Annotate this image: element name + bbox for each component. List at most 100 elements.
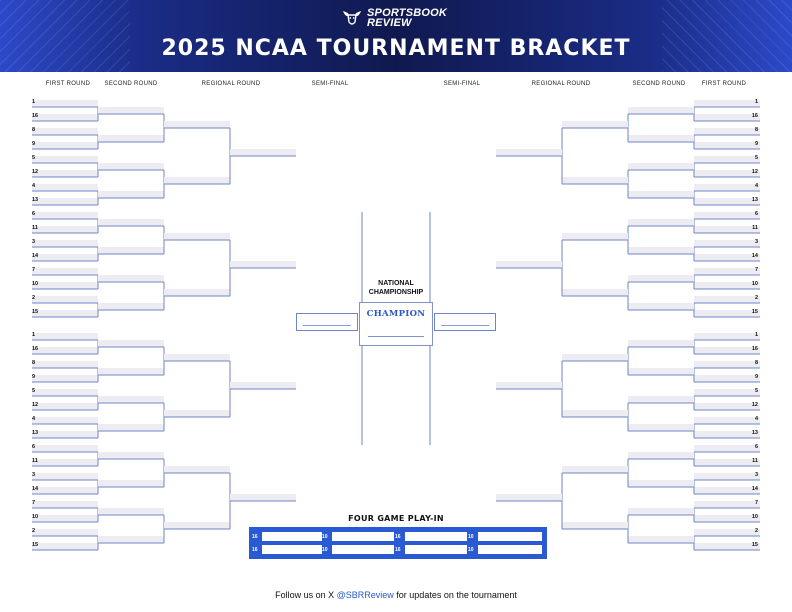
first-round-slot[interactable] [32,487,98,494]
second-round-slot[interactable] [98,191,164,198]
second-round-slot[interactable] [98,480,164,487]
first-round-slot[interactable] [32,333,98,340]
playin-slot[interactable]: 16 [395,532,467,541]
regional-round-slot[interactable] [164,121,230,128]
second-round-slot[interactable] [628,452,694,459]
semifinal-slot[interactable] [230,261,296,268]
regional-round-slot[interactable] [164,289,230,296]
second-round-slot[interactable] [628,396,694,403]
second-round-slot[interactable] [98,368,164,375]
first-round-slot[interactable] [32,389,98,396]
first-round-slot[interactable] [694,114,760,121]
first-round-slot[interactable] [694,226,760,233]
regional-round-slot[interactable] [562,410,628,417]
second-round-slot[interactable] [98,135,164,142]
first-round-slot[interactable] [694,156,760,163]
first-round-slot[interactable] [694,240,760,247]
first-round-slot[interactable] [694,128,760,135]
second-round-slot[interactable] [628,424,694,431]
first-round-slot[interactable] [32,417,98,424]
first-round-slot[interactable] [694,310,760,317]
first-round-slot[interactable] [32,403,98,410]
final-slot-right[interactable] [434,313,496,331]
regional-round-slot[interactable] [562,233,628,240]
first-round-slot[interactable] [694,529,760,536]
first-round-slot[interactable] [32,170,98,177]
sbr-twitter-link[interactable]: @SBRReview [336,590,394,600]
champion-box[interactable]: CHAMPION [359,302,433,346]
second-round-slot[interactable] [628,247,694,254]
first-round-slot[interactable] [32,114,98,121]
playin-slot[interactable]: 16 [395,545,467,554]
first-round-slot[interactable] [32,156,98,163]
regional-round-slot[interactable] [164,410,230,417]
first-round-slot[interactable] [32,184,98,191]
first-round-slot[interactable] [694,254,760,261]
playin-slot[interactable]: 16 [252,532,322,541]
first-round-slot[interactable] [32,128,98,135]
second-round-slot[interactable] [98,219,164,226]
first-round-slot[interactable] [32,296,98,303]
first-round-slot[interactable] [694,268,760,275]
second-round-slot[interactable] [628,163,694,170]
playin-slot[interactable]: 10 [468,532,542,541]
semifinal-slot[interactable] [496,149,562,156]
semifinal-slot[interactable] [496,261,562,268]
semifinal-slot[interactable] [230,494,296,501]
first-round-slot[interactable] [694,501,760,508]
first-round-slot[interactable] [32,375,98,382]
first-round-slot[interactable] [694,212,760,219]
second-round-slot[interactable] [628,368,694,375]
regional-round-slot[interactable] [164,466,230,473]
first-round-slot[interactable] [694,543,760,550]
first-round-slot[interactable] [694,375,760,382]
first-round-slot[interactable] [32,543,98,550]
regional-round-slot[interactable] [562,522,628,529]
regional-round-slot[interactable] [164,177,230,184]
second-round-slot[interactable] [98,163,164,170]
regional-round-slot[interactable] [562,354,628,361]
regional-round-slot[interactable] [562,121,628,128]
second-round-slot[interactable] [628,135,694,142]
first-round-slot[interactable] [694,333,760,340]
second-round-slot[interactable] [98,340,164,347]
second-round-slot[interactable] [98,107,164,114]
first-round-slot[interactable] [694,170,760,177]
second-round-slot[interactable] [628,191,694,198]
first-round-slot[interactable] [694,417,760,424]
first-round-slot[interactable] [694,515,760,522]
first-round-slot[interactable] [694,431,760,438]
regional-round-slot[interactable] [164,522,230,529]
first-round-slot[interactable] [32,347,98,354]
first-round-slot[interactable] [32,226,98,233]
second-round-slot[interactable] [98,247,164,254]
first-round-slot[interactable] [694,142,760,149]
first-round-slot[interactable] [694,347,760,354]
second-round-slot[interactable] [98,396,164,403]
first-round-slot[interactable] [32,212,98,219]
final-slot-left[interactable] [296,313,358,331]
first-round-slot[interactable] [694,198,760,205]
first-round-slot[interactable] [32,515,98,522]
first-round-slot[interactable] [694,184,760,191]
second-round-slot[interactable] [98,452,164,459]
first-round-slot[interactable] [32,142,98,149]
second-round-slot[interactable] [98,303,164,310]
first-round-slot[interactable] [694,445,760,452]
semifinal-slot[interactable] [496,382,562,389]
second-round-slot[interactable] [98,424,164,431]
first-round-slot[interactable] [32,445,98,452]
second-round-slot[interactable] [628,107,694,114]
first-round-slot[interactable] [32,459,98,466]
first-round-slot[interactable] [694,389,760,396]
first-round-slot[interactable] [694,459,760,466]
second-round-slot[interactable] [98,508,164,515]
first-round-slot[interactable] [32,198,98,205]
first-round-slot[interactable] [32,240,98,247]
first-round-slot[interactable] [694,282,760,289]
first-round-slot[interactable] [694,487,760,494]
regional-round-slot[interactable] [562,289,628,296]
second-round-slot[interactable] [628,275,694,282]
sportsbook-review-logo[interactable]: SPORTSBOOK REVIEW [341,6,447,30]
first-round-slot[interactable] [32,282,98,289]
